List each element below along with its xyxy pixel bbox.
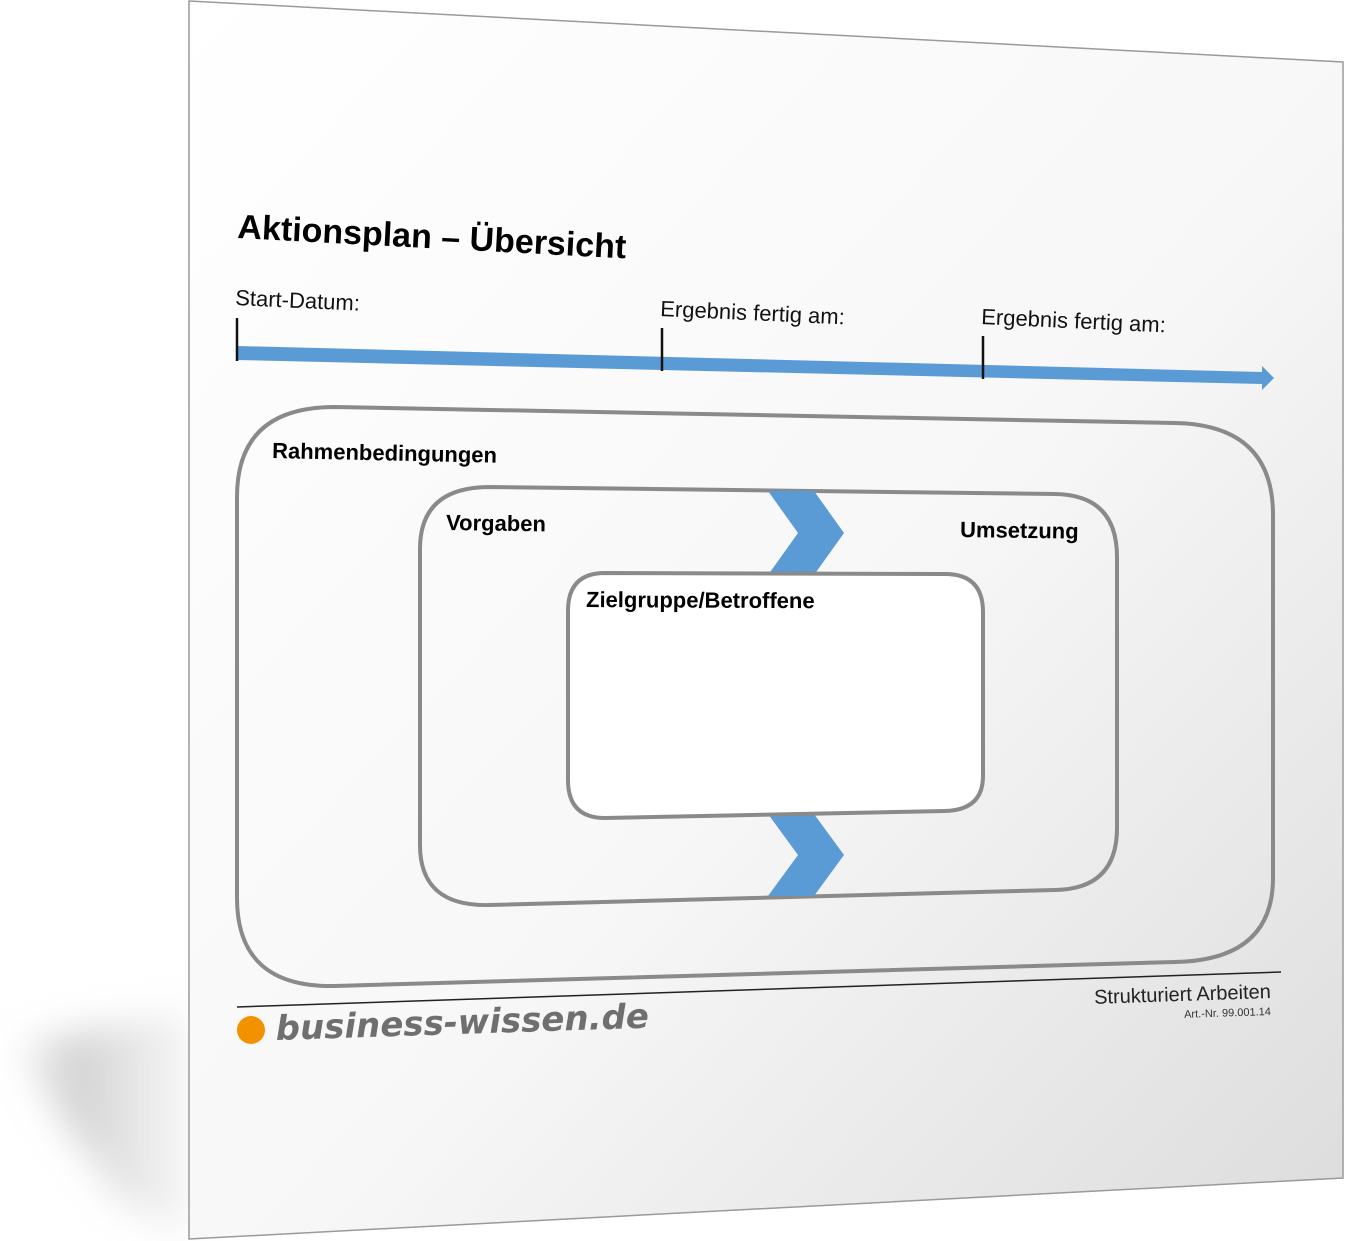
region-label-implementation: Umsetzung — [960, 517, 1079, 544]
frame-inner — [566, 570, 985, 821]
footer-article-number: Art.-Nr. 99.001.14 — [1184, 1006, 1271, 1021]
timeline-arrow — [237, 346, 1274, 390]
milestone-label-start: Start-Datum: — [235, 285, 361, 316]
page-shadow — [10, 1010, 190, 1238]
region-label-framework: Rahmenbedingungen — [272, 438, 497, 468]
frame-outer — [235, 404, 1275, 989]
region-label-specifications: Vorgaben — [446, 510, 546, 536]
logo-dot-icon — [237, 1016, 265, 1044]
footer-divider — [236, 971, 1282, 1008]
frame-middle — [418, 484, 1119, 908]
chevron-right-icon — [768, 814, 844, 896]
chevron-right-icon — [768, 491, 844, 575]
region-label-target-group: Zielgruppe/Betroffene — [586, 587, 815, 613]
